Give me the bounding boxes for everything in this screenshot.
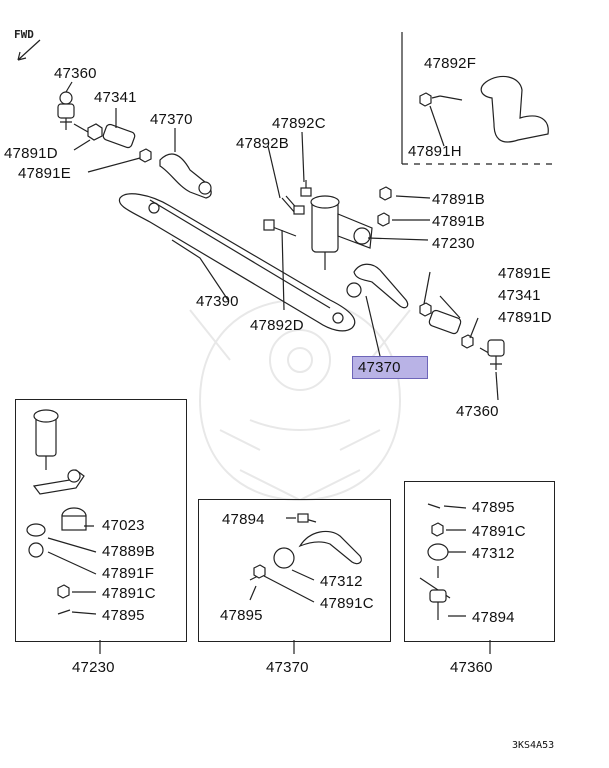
- nut-47891e-right: [419, 302, 432, 317]
- frame-bracket: [480, 75, 549, 143]
- part-label-47341-right: 47341: [498, 287, 541, 304]
- part-label-47230: 47230: [432, 235, 475, 252]
- box-47230-drawing: [26, 409, 97, 615]
- tube-47341-right: [428, 309, 462, 335]
- nut-47891b-2: [377, 212, 390, 227]
- fwd-label: FWD: [14, 28, 34, 41]
- highlighted-part-label-47370[interactable]: 47370: [352, 356, 428, 379]
- box1-item-label: 47891C: [102, 585, 156, 602]
- sub-box-47230: [15, 399, 187, 642]
- part-label-47891b-2: 47891B: [432, 213, 485, 230]
- nut-47891d-left: [87, 123, 103, 141]
- sub-box-47360: [404, 481, 555, 642]
- center-link-47390: [118, 193, 356, 332]
- nut-47891d-right: [461, 334, 474, 349]
- ball-joint-47360-right: [479, 339, 505, 370]
- box1-item-label: 47891F: [102, 565, 155, 582]
- box2-title: 47370: [266, 659, 309, 676]
- box3-item-label: 47894: [472, 609, 515, 626]
- box2-item-label: 47894: [222, 511, 265, 528]
- sub-box-47370: [198, 499, 391, 642]
- part-label-47370: 47370: [150, 111, 193, 128]
- part-label-47892d: 47892D: [250, 317, 304, 334]
- part-label-47891e-right: 47891E: [498, 265, 551, 282]
- part-label-47892c: 47892C: [272, 115, 326, 132]
- box2-item-label: 47312: [320, 573, 363, 590]
- diagram-code: 3KS4A53: [512, 740, 555, 751]
- box3-item-label: 47891C: [472, 523, 526, 540]
- part-label-47892f: 47892F: [424, 55, 477, 72]
- box1-item-label: 47023: [102, 517, 145, 534]
- tube-47341-left: [102, 123, 136, 149]
- nut-47891h: [419, 92, 432, 107]
- part-label-47360: 47360: [54, 65, 97, 82]
- box3-item-label: 47312: [472, 545, 515, 562]
- idler-bracket-47230: [310, 195, 373, 270]
- box2-item-label: 47891C: [320, 595, 374, 612]
- part-label-47891d: 47891D: [4, 145, 58, 162]
- box3-title: 47360: [450, 659, 493, 676]
- part-label-47891b-1: 47891B: [432, 191, 485, 208]
- bolt-47892f: [439, 95, 463, 101]
- part-label-47341: 47341: [94, 89, 137, 106]
- part-label-47892b: 47892B: [236, 135, 289, 152]
- part-label-47360-right: 47360: [456, 403, 499, 420]
- box3-item-label: 47895: [472, 499, 515, 516]
- box1-item-label: 47895: [102, 607, 145, 624]
- ball-joint-47360-left: [57, 91, 89, 133]
- watermark-logo: [189, 298, 411, 502]
- nut-47891e-left: [139, 148, 152, 163]
- box-47370-drawing: [249, 513, 362, 603]
- idler-arm-47370-left: [159, 153, 212, 199]
- nut-47891b-1: [379, 186, 392, 201]
- box2-item-label: 47895: [220, 607, 263, 624]
- part-label-47891h: 47891H: [408, 143, 462, 160]
- idler-arm-47370-right: [353, 263, 409, 309]
- part-label-47891d-right: 47891D: [498, 309, 552, 326]
- box-47360-drawing: [419, 503, 467, 620]
- part-label-47891e: 47891E: [18, 165, 71, 182]
- fwd-arrow-icon: [17, 39, 41, 61]
- part-label-47390: 47390: [196, 293, 239, 310]
- box1-item-label: 47889B: [102, 543, 155, 560]
- box1-title: 47230: [72, 659, 115, 676]
